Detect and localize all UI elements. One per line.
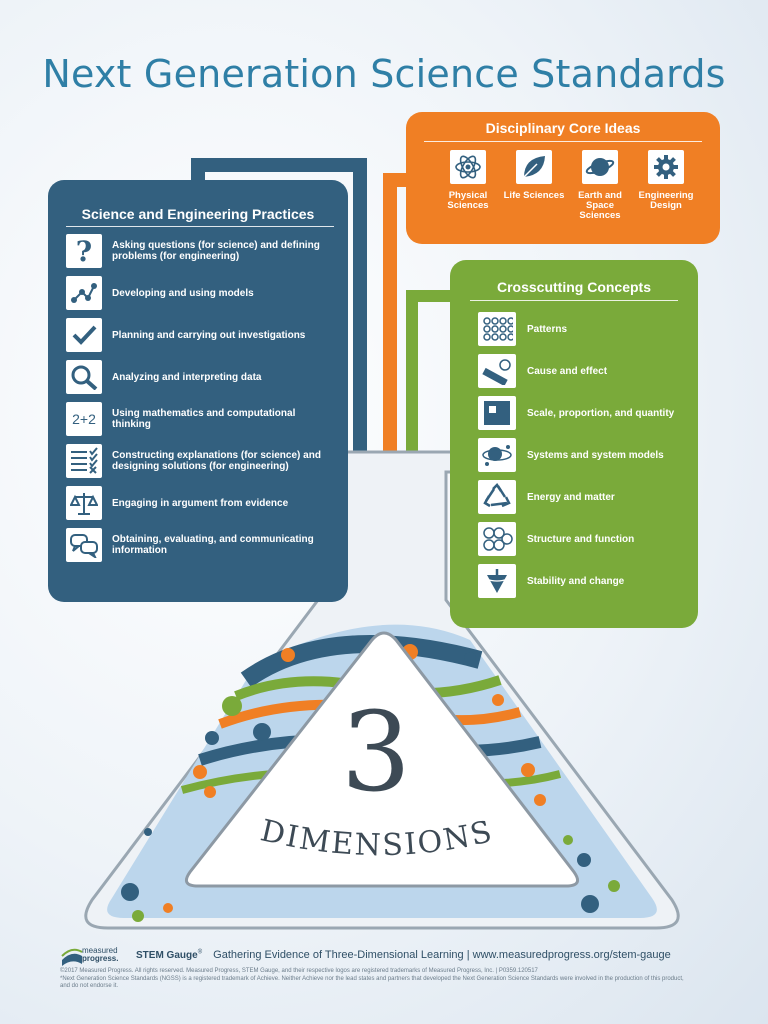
- speech-bubbles-icon: [66, 528, 102, 562]
- spinning-top-icon: [478, 564, 516, 598]
- sep-item-argument: Engaging in argument from evidence: [66, 486, 346, 522]
- model-network-icon: [66, 276, 102, 310]
- trademark-line-2: and do not endorse it.: [60, 983, 119, 989]
- cc-item-energy-matter: Energy and matter: [478, 480, 688, 516]
- cc-item-scale-proportion: Scale, proportion, and quantity: [478, 396, 688, 432]
- scales-icon: [66, 486, 102, 520]
- divider: [424, 141, 702, 142]
- stem-gauge-brand: STEM Gauge: [136, 950, 198, 961]
- sep-item-constructing-explanations: Constructing explanations (for science) …: [66, 444, 346, 480]
- sep-item-developing-models: Developing and using models: [66, 276, 346, 312]
- solar-system-icon: [478, 438, 516, 472]
- center-number: 3: [341, 688, 411, 816]
- sep-title: Science and Engineering Practices: [81, 206, 315, 222]
- question-icon: ?: [66, 234, 102, 268]
- cc-title: Crosscutting Concepts: [496, 279, 651, 295]
- dci-item-physical-sciences: Physical Sciences: [434, 150, 502, 211]
- cc-panel: Crosscutting Concepts Patterns Cause and…: [450, 260, 698, 628]
- scale-square-icon: [478, 396, 516, 430]
- pattern-icon: [478, 312, 516, 346]
- divider: [470, 300, 678, 301]
- hexagon-structure-icon: [478, 522, 516, 556]
- atom-icon: [450, 150, 486, 184]
- page-title: Next Generation Science Standards: [42, 52, 726, 96]
- leaf-icon: [516, 150, 552, 184]
- measured-progress-logo: [60, 946, 100, 968]
- sep-panel: Science and Engineering Practices ? Aski…: [48, 180, 348, 602]
- sep-item-planning-investigations: Planning and carrying out investigations: [66, 318, 346, 354]
- sep-item-analyzing-data: Analyzing and interpreting data: [66, 360, 346, 396]
- dci-item-earth-space-sciences: Earth and Space Sciences: [566, 150, 634, 221]
- cc-item-structure-function: Structure and function: [478, 522, 688, 558]
- sep-item-mathematics: 2+2 Using mathematics and computational …: [66, 402, 346, 438]
- cc-item-cause-effect: Cause and effect: [478, 354, 688, 390]
- cc-item-patterns: Patterns: [478, 312, 688, 348]
- math-icon: 2+2: [66, 402, 102, 436]
- planet-icon: [582, 150, 618, 184]
- divider: [66, 226, 334, 227]
- sep-item-asking-questions: ? Asking questions (for science) and def…: [66, 234, 346, 270]
- footer-tagline: Gathering Evidence of Three-Dimensional …: [213, 949, 671, 961]
- logo-text: measured progress.: [82, 946, 119, 963]
- footer-line: STEM Gauge® Gathering Evidence of Three-…: [136, 949, 671, 961]
- copyright-line: ©2017 Measured Progress. All rights rese…: [60, 968, 538, 974]
- cause-effect-icon: [478, 354, 516, 388]
- cc-item-stability-change: Stability and change: [478, 564, 688, 600]
- gear-icon: [648, 150, 684, 184]
- magnifier-icon: [66, 360, 102, 394]
- dci-item-engineering-design: Engineering Design: [632, 150, 700, 211]
- dci-title: Disciplinary Core Ideas: [485, 120, 641, 136]
- cc-item-systems-models: Systems and system models: [478, 438, 688, 474]
- checklist-icon: [66, 444, 102, 478]
- dci-panel: Disciplinary Core Ideas Physical Science…: [406, 112, 720, 244]
- recycle-icon: [478, 480, 516, 514]
- dci-item-life-sciences: Life Sciences: [500, 150, 568, 201]
- sep-item-communicating: Obtaining, evaluating, and communicating…: [66, 528, 346, 564]
- checkmark-icon: [66, 318, 102, 352]
- trademark-line: *Next Generation Science Standards (NGSS…: [60, 976, 684, 982]
